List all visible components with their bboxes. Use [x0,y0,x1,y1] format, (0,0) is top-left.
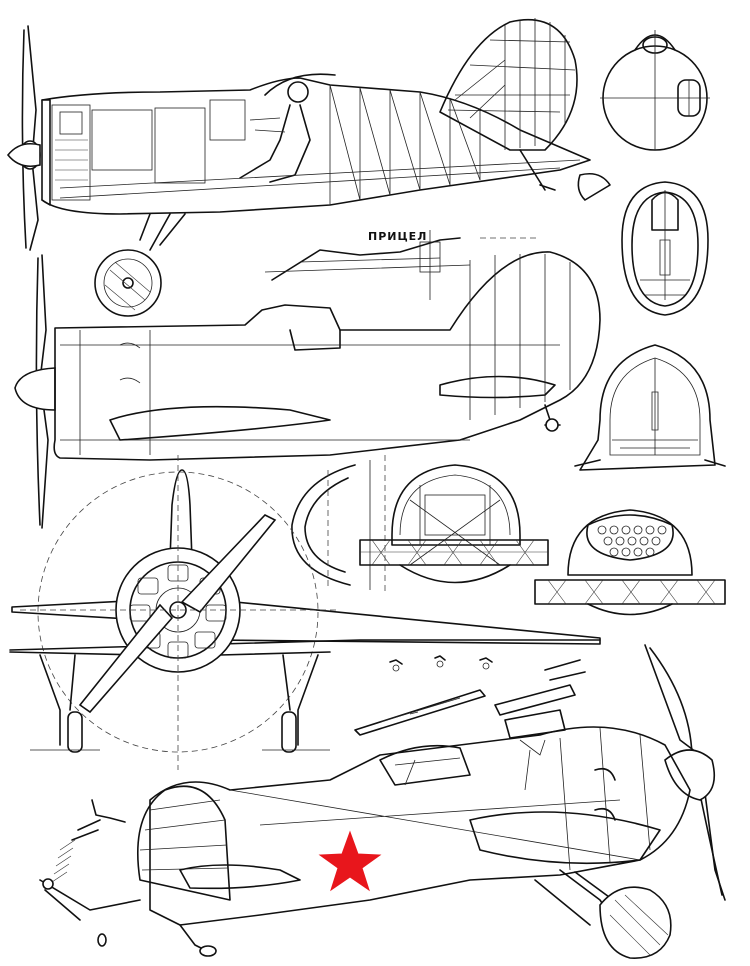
tail-skid-spring-detail [39,799,141,947]
small-parts-row [389,655,493,672]
cutaway-side-view [6,18,611,317]
sight-label: ПРИЦЕЛ [368,230,427,243]
exterior-side-view [14,251,601,529]
fuselage-cross-section-3 [574,344,726,471]
gunsight-detail: ПРИЦЕЛ [264,230,540,300]
gun-fairing-details [354,659,586,791]
ammo-bay-section [534,509,726,616]
fuselage-cross-section-2 [621,181,709,316]
fuselage-cross-section-1 [600,30,710,151]
perspective-view [137,644,726,959]
cowling-profile-detail [291,455,386,595]
front-view [9,455,601,770]
red-star-insignia [318,830,382,892]
wheel-well-section [359,464,549,584]
